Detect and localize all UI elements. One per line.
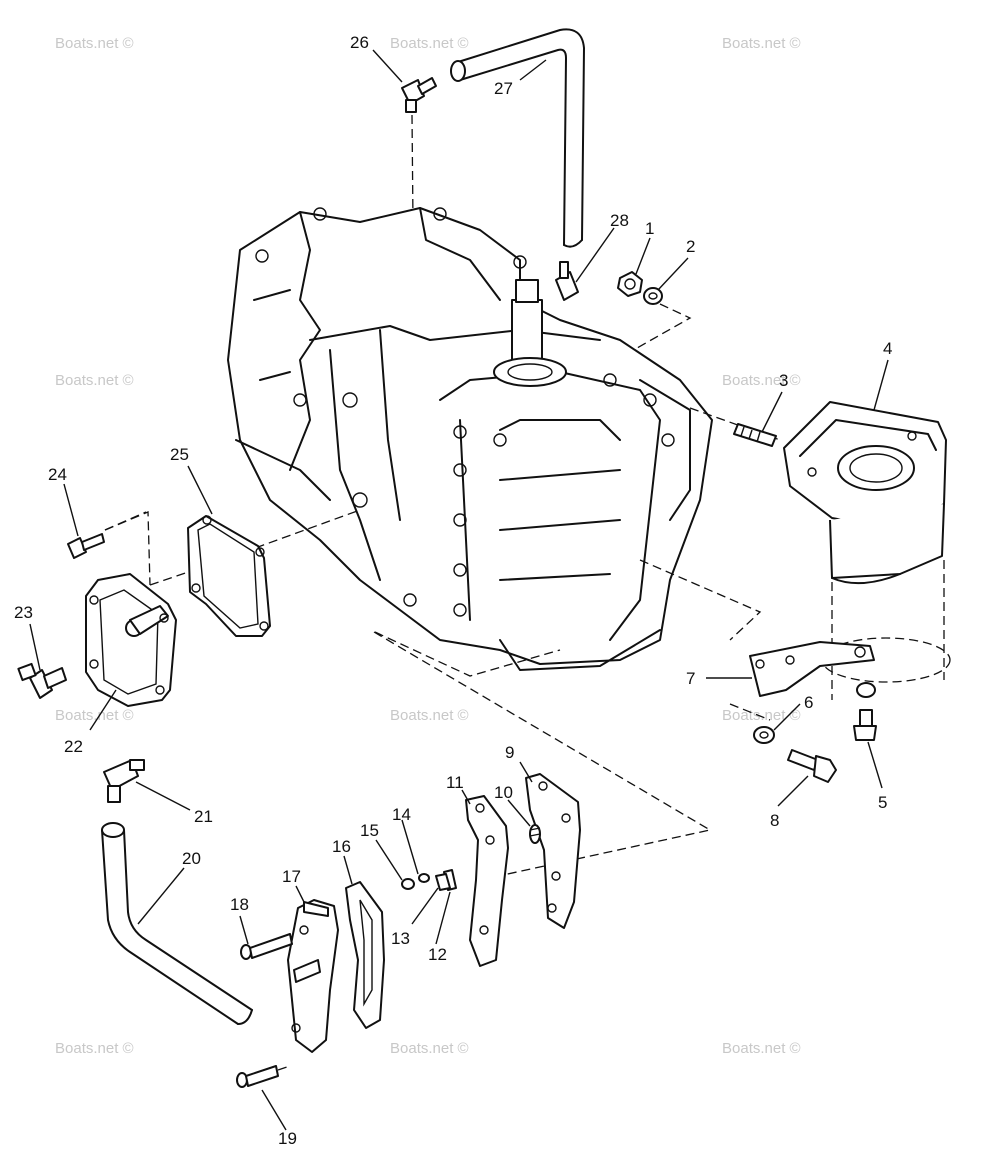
throttle-arm-17: [287, 899, 339, 1053]
watermark: Boats.net ©: [55, 35, 134, 52]
assembly-line: [374, 631, 561, 677]
callout-15: 15: [360, 821, 379, 840]
callout-labels: 26 27 28 1 2 3 4 7 6 5 8 9 10 11 12 13 1…: [14, 33, 892, 1148]
callout-13: 13: [391, 929, 410, 948]
callout-1: 1: [645, 219, 654, 238]
elbow-fitting-26: [401, 77, 437, 331]
fitting-28: [555, 261, 579, 301]
callout-8: 8: [770, 811, 779, 830]
watermark: Boats.net ©: [55, 372, 134, 389]
callout-27: 27: [494, 79, 513, 98]
watermark: Boats.net ©: [722, 1040, 801, 1057]
elbow-fitting-21: [103, 759, 145, 803]
callout-21: 21: [194, 807, 213, 826]
screw-18: [240, 933, 293, 960]
adapter-housing-4: [783, 401, 951, 700]
stud-3: [733, 423, 777, 447]
callout-4: 4: [883, 339, 892, 358]
callout-2: 2: [686, 237, 695, 256]
callout-3: 3: [779, 371, 788, 390]
hose-27: [450, 28, 585, 248]
watermark: Boats.net ©: [390, 707, 469, 724]
bolt-8: [787, 749, 837, 783]
callout-23: 23: [14, 603, 33, 622]
bracket-7: [749, 641, 875, 697]
screw-5: [853, 709, 877, 741]
washer-14: [418, 873, 430, 883]
screw-19: [236, 1065, 291, 1088]
bolt-24: [67, 511, 147, 559]
callout-17: 17: [282, 867, 301, 886]
callout-28: 28: [610, 211, 629, 230]
assembly-line: [639, 559, 762, 641]
callout-9: 9: [505, 743, 514, 762]
watermark: Boats.net ©: [390, 1040, 469, 1057]
callout-19: 19: [278, 1129, 297, 1148]
callout-6: 6: [804, 693, 813, 712]
callout-18: 18: [230, 895, 249, 914]
hose-20: [101, 822, 253, 1025]
leader-lines: [29, 49, 889, 1131]
bracket-13: [435, 873, 451, 891]
callout-14: 14: [392, 805, 411, 824]
assembly-line: [629, 303, 692, 353]
cover-22: [85, 573, 177, 707]
spring-10: [529, 824, 541, 844]
lockwasher-6: [729, 682, 876, 744]
elbow-fitting-23: [17, 662, 67, 699]
callout-5: 5: [878, 793, 887, 812]
watermark: Boats.net ©: [390, 35, 469, 52]
callout-10: 10: [494, 783, 513, 802]
callout-12: 12: [428, 945, 447, 964]
plate-9: [525, 773, 581, 929]
link-16: [345, 881, 385, 1029]
callout-25: 25: [170, 445, 189, 464]
gasket-25: [187, 515, 271, 637]
powerhead-crankcase: [227, 207, 713, 671]
callout-24: 24: [48, 465, 67, 484]
watermark: Boats.net ©: [722, 707, 801, 724]
watermark-layer: Boats.net © Boats.net © Boats.net © Boat…: [55, 35, 801, 1057]
nut-1: [617, 271, 643, 297]
callout-16: 16: [332, 837, 351, 856]
watermark: Boats.net ©: [722, 372, 801, 389]
assembly-line: [689, 407, 781, 441]
watermark: Boats.net ©: [722, 35, 801, 52]
callout-20: 20: [182, 849, 201, 868]
watermark: Boats.net ©: [55, 707, 134, 724]
washer-2: [643, 287, 663, 305]
callout-22: 22: [64, 737, 83, 756]
assembly-line: [149, 509, 361, 586]
callout-11: 11: [446, 773, 464, 792]
watermark: Boats.net ©: [55, 1040, 134, 1057]
lever-11: [465, 795, 509, 967]
callout-7: 7: [686, 669, 695, 688]
callout-26: 26: [350, 33, 369, 52]
screw-15: [401, 878, 415, 890]
